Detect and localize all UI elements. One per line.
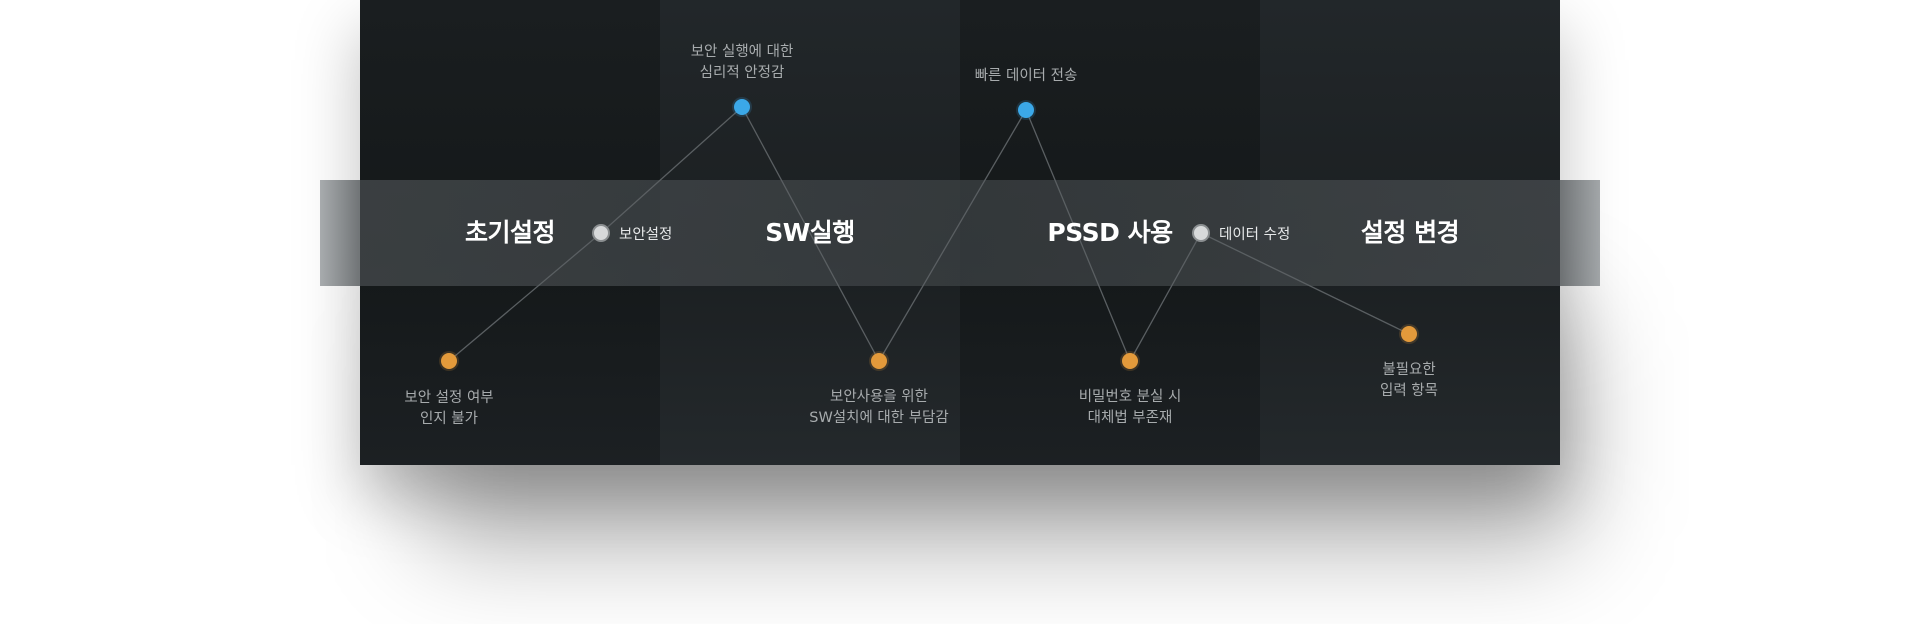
point-label: 보안 실행에 대한 심리적 안정감 <box>690 44 794 81</box>
stage-title-sw-run: SW실행 <box>765 218 855 247</box>
point-dot-negative <box>1122 353 1138 369</box>
point-label: 비밀번호 분실 시 대체법 부존재 <box>1078 389 1182 426</box>
journey-path <box>448 105 1410 363</box>
point-dot-positive <box>1018 102 1034 118</box>
point-dot-neutral <box>592 224 610 242</box>
point-label: 보안사용을 위한 SW설치에 대한 부담감 <box>809 389 949 426</box>
point-dot-neutral <box>1192 224 1210 242</box>
stage-band <box>320 180 1600 286</box>
point-dot-positive <box>734 99 750 115</box>
point-label: 보안 설정 여부 인지 불가 <box>404 390 494 427</box>
point-label-inline: 데이터 수정 <box>1219 227 1291 243</box>
stage-title-initial-setup: 초기설정 <box>464 218 556 247</box>
point-dot-negative <box>441 353 457 369</box>
stage-title-pssd-use: PSSD 사용 <box>1047 218 1173 247</box>
point-label: 불필요한 입력 항목 <box>1380 362 1438 399</box>
point-label-inline: 보안설정 <box>619 227 673 243</box>
point-dot-negative <box>1401 326 1417 342</box>
stage-title-settings-change: 설정 변경 <box>1360 218 1460 247</box>
point-label: 빠른 데이터 전송 <box>974 68 1078 84</box>
point-dot-negative <box>871 353 887 369</box>
